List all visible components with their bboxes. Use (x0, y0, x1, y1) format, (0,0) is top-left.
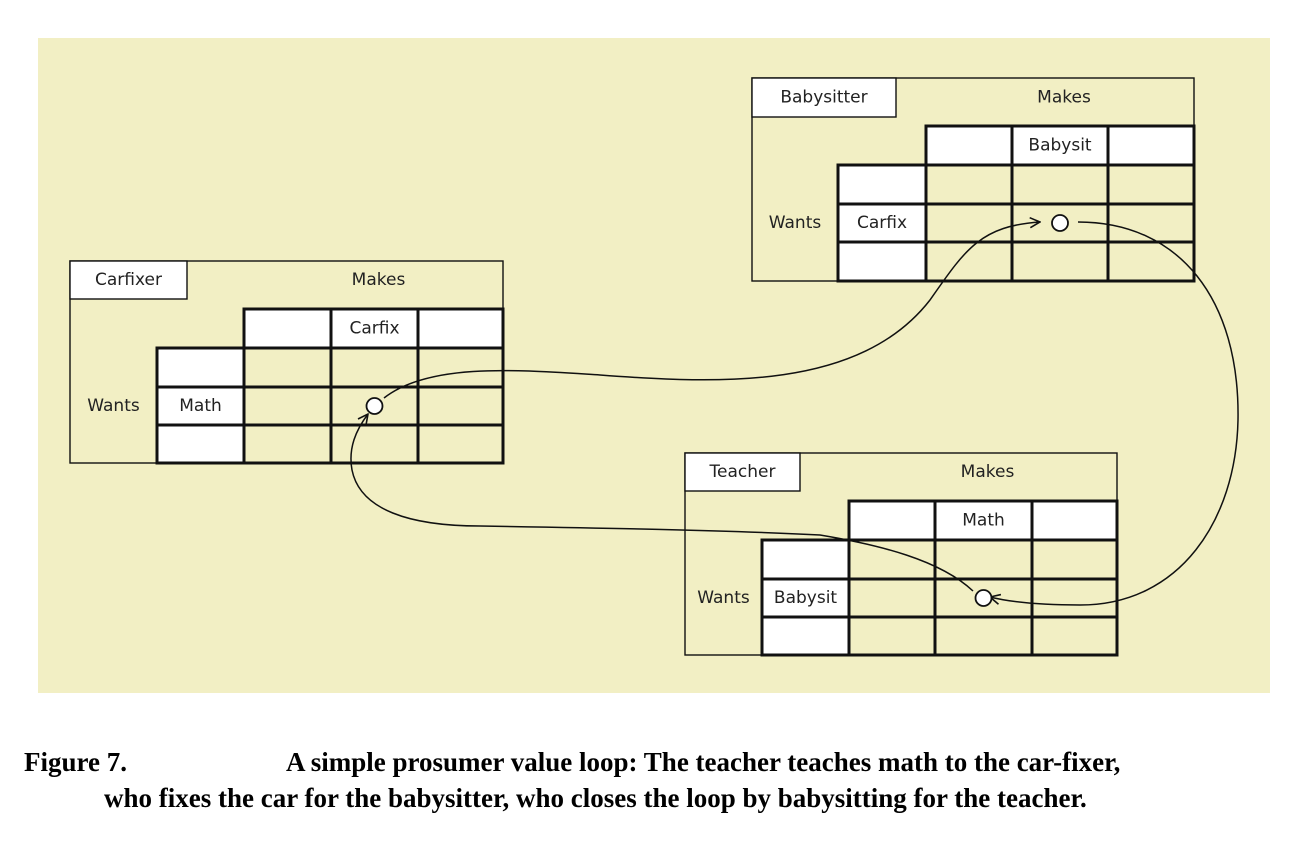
makes-cell (242, 307, 333, 350)
matrix-cell (416, 423, 505, 465)
makes-label: Makes (961, 462, 1015, 482)
wants-cell (760, 615, 851, 657)
makes-label: Makes (1037, 88, 1091, 108)
wants-label: Wants (87, 396, 140, 416)
matrix-cell (1030, 615, 1119, 657)
matrix-cell (1106, 240, 1196, 283)
actor-name-box (684, 452, 801, 492)
actor-name: Carfixer (95, 270, 162, 290)
makes-cell-label: Math (962, 511, 1005, 531)
flow-babysit-to-teacher (990, 221, 1239, 606)
wants-cell (836, 202, 928, 244)
makes-cell-label: Babysit (1028, 136, 1092, 156)
wants-label: Wants (769, 213, 822, 233)
exchange-node-babysitter (1051, 214, 1069, 232)
wants-cell-label: Math (179, 396, 222, 416)
exchange-node-teacher (974, 589, 993, 607)
makes-cell (329, 307, 420, 350)
makes-cell (933, 499, 1034, 542)
makes-cell (1030, 499, 1119, 542)
wants-cell-label: Carfix (857, 213, 907, 233)
caption-label: Figure 7. (24, 747, 127, 777)
wants-cell (836, 240, 928, 283)
figure-caption: Figure 7. A simple prosumer value loop: T… (24, 744, 1294, 816)
wants-cell-label: Babysit (774, 588, 838, 608)
caption-text-line1: A simple prosumer value loop: The teache… (286, 747, 1121, 777)
actor-name-box (69, 260, 188, 300)
makes-cell (847, 499, 937, 542)
exchange-node-carfixer (365, 397, 384, 415)
actor-name-box (751, 77, 897, 118)
makes-cell-label: Carfix (349, 319, 399, 339)
wants-label: Wants (697, 588, 750, 608)
makes-cell (1106, 124, 1196, 167)
actor-name: Teacher (709, 462, 776, 482)
wants-cell (155, 423, 246, 465)
makes-label: Makes (352, 270, 406, 290)
flow-math-to-carfixer (350, 414, 974, 592)
caption-text-line2: who fixes the car for the babysitter, wh… (104, 783, 1087, 813)
makes-cell (416, 307, 505, 350)
makes-cell (924, 124, 1014, 167)
wants-cell (760, 538, 851, 581)
flow-carfix-to-babysitter (383, 222, 1040, 399)
wants-cell (836, 163, 928, 206)
actor-name: Babysitter (780, 88, 867, 108)
wants-cell (155, 346, 246, 389)
